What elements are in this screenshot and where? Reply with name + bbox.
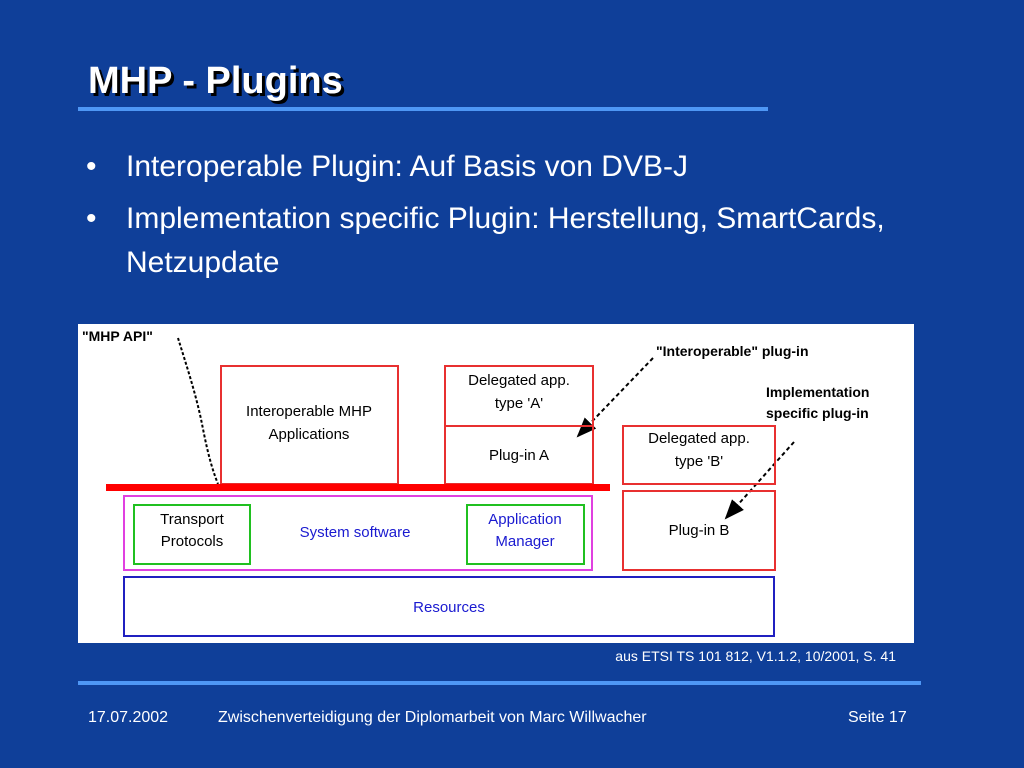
system-software-label: System software <box>300 524 411 541</box>
resources-label: Resources <box>413 599 485 616</box>
resources-box <box>123 576 775 637</box>
mhp-api-label: "MHP API" <box>82 328 153 344</box>
footer-rule <box>78 681 921 685</box>
impl-specific-arrow <box>724 441 795 520</box>
transport-protocols-line1: Transport <box>160 511 224 528</box>
interoperable-plugin-arrow <box>576 357 654 438</box>
plugin-b-label: Plug-in B <box>669 522 730 539</box>
mhp-api-arrow <box>177 337 219 485</box>
plugin-a-label: Plug-in A <box>489 447 549 464</box>
bullet-text: Implementation specific Plugin: Herstell… <box>126 202 885 279</box>
application-manager-box <box>466 504 585 565</box>
mhp-architecture-diagram: "MHP API" "Interoperable" plug-in Implem… <box>78 324 914 643</box>
interoperable-apps-box <box>220 365 399 485</box>
slide-title: MHP - Plugins <box>88 60 343 102</box>
bullet-item: • Implementation specific Plugin: Herste… <box>82 197 962 285</box>
delegated-app-a-line1: Delegated app. <box>468 372 570 389</box>
delegated-app-b-box <box>622 425 776 485</box>
bullet-item: • Interoperable Plugin: Auf Basis von DV… <box>82 145 962 189</box>
plugin-b-box <box>622 490 776 571</box>
delegated-app-a-line2: type 'A' <box>495 395 543 412</box>
bullet-marker: • <box>86 202 97 235</box>
page-number: Seite 17 <box>848 709 907 726</box>
interoperable-apps-line2: Applications <box>269 426 350 443</box>
bullet-text: Interoperable Plugin: Auf Basis von DVB-… <box>126 150 688 183</box>
footer-date: 17.07.2002 <box>88 709 169 726</box>
title-underline <box>78 107 768 111</box>
interoperable-apps-line1: Interoperable MHP <box>246 403 372 420</box>
impl-specific-label-line2: specific plug-in <box>766 405 869 421</box>
interoperable-plugin-label: "Interoperable" plug-in <box>656 343 809 359</box>
mhp-api-bar <box>106 484 610 491</box>
system-software-box <box>123 495 593 571</box>
source-citation: aus ETSI TS 101 812, V1.1.2, 10/2001, S.… <box>615 648 896 664</box>
bullet-list: • Interoperable Plugin: Auf Basis von DV… <box>82 145 962 293</box>
impl-specific-label-line1: Implementation <box>766 384 869 400</box>
delegated-app-b-line1: Delegated app. <box>648 430 750 447</box>
transport-protocols-line2: Protocols <box>161 533 224 550</box>
application-manager-line1: Application <box>488 511 561 528</box>
delegated-app-b-line2: type 'B' <box>675 453 723 470</box>
application-manager-line2: Manager <box>495 533 554 550</box>
bullet-marker: • <box>86 150 97 183</box>
footer-title: Zwischenverteidigung der Diplomarbeit vo… <box>218 709 647 726</box>
transport-protocols-box <box>133 504 251 565</box>
